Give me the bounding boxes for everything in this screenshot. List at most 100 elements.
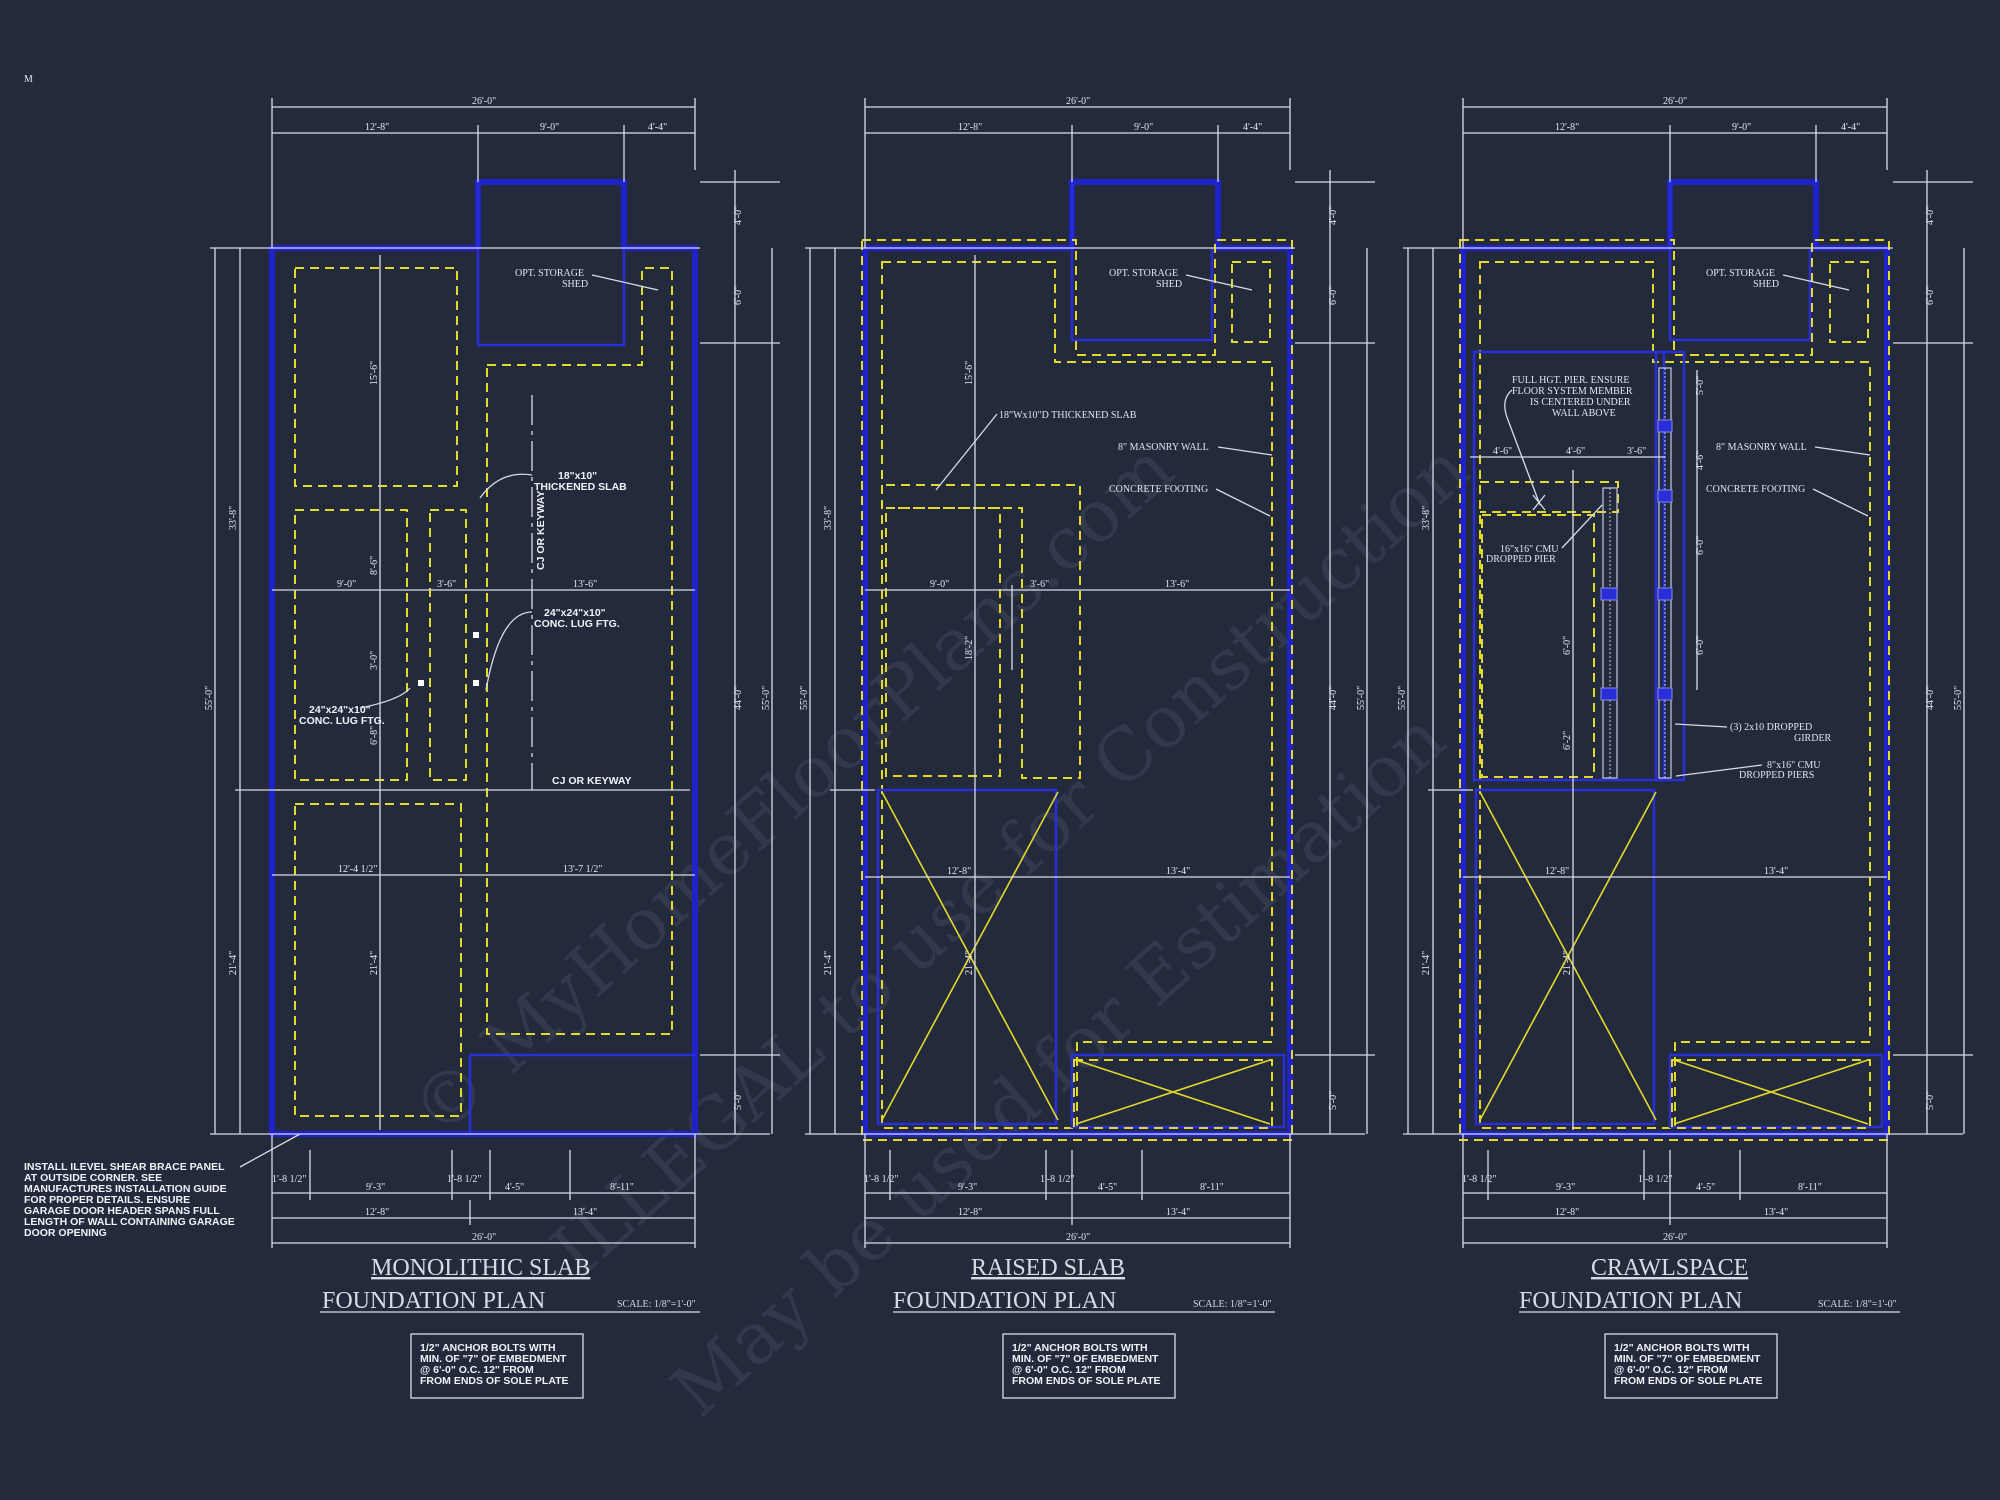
svg-text:4'-0": 4'-0" [1328, 206, 1339, 225]
svg-text:9'-3": 9'-3" [366, 1182, 385, 1193]
svg-text:5'-0": 5'-0" [1328, 1091, 1339, 1110]
svg-text:21'-4": 21'-4" [964, 951, 975, 975]
svg-text:3'-6": 3'-6" [437, 579, 456, 590]
svg-text:1/2" ANCHOR BOLTS WITH: 1/2" ANCHOR BOLTS WITH [1614, 1342, 1750, 1354]
svg-text:INSTALL ILEVEL SHEAR BRACE PAN: INSTALL ILEVEL SHEAR BRACE PANEL [24, 1161, 225, 1173]
svg-text:@ 6'-0" O.C. 12" FROM: @ 6'-0" O.C. 12" FROM [1012, 1364, 1126, 1376]
svg-text:13'-4": 13'-4" [1166, 1207, 1190, 1218]
raised-footing-label: CONCRETE FOOTING [1109, 484, 1208, 495]
svg-text:15'-6": 15'-6" [964, 361, 975, 385]
mono-lug-3 [473, 680, 479, 686]
svg-text:LENGTH OF WALL CONTAINING GARA: LENGTH OF WALL CONTAINING GARAGE [24, 1216, 235, 1228]
crawl-shed-wall [1668, 182, 1812, 342]
crawl-callouts: OPT. STORAGE SHED FULL HGT. PIER. ENSURE… [1486, 268, 1871, 781]
raised-anchor-note-box [1002, 1333, 1176, 1399]
mono-lug-1 [473, 632, 479, 638]
crawl-garage-x [1479, 791, 1657, 1121]
svg-text:12'-8": 12'-8" [365, 1207, 389, 1218]
watermark: © MyHomeFloorPlans.com ILLEGAL to use fo… [395, 426, 1484, 1433]
svg-text:8'-11": 8'-11" [610, 1182, 634, 1193]
plan-monolithic-slab: 26'-0" 12'-8" 9'-0" 4'-4" 9'-0" 3'-6" 13… [24, 96, 780, 1399]
svg-text:12'-8": 12'-8" [958, 122, 982, 133]
crawl-scale: SCALE: 1/8"=1'-0" [1818, 1299, 1897, 1310]
svg-text:44'-0": 44'-0" [1925, 686, 1936, 710]
corner-mark: M [24, 74, 33, 85]
svg-text:6'-0": 6'-0" [1695, 536, 1706, 555]
raised-dimensions [805, 98, 1375, 1248]
mono-thick-slab-2: THICKENED SLAB [534, 481, 627, 493]
mono-lug-2 [418, 680, 424, 686]
plan-raised-slab: 26'-0" 12'-8" 9'-0" 4'-4" 9'-0" 3'-6" 13… [799, 96, 1375, 1399]
svg-text:33'-8": 33'-8" [823, 506, 834, 530]
mono-shed-label-2: SHED [562, 279, 588, 290]
svg-text:6'-0": 6'-0" [1562, 636, 1573, 655]
svg-text:FROM ENDS OF SOLE PLATE: FROM ENDS OF SOLE PLATE [420, 1375, 569, 1387]
svg-text:FROM ENDS OF SOLE PLATE: FROM ENDS OF SOLE PLATE [1012, 1375, 1161, 1387]
mono-footing-room2 [294, 509, 408, 781]
crawl-inner-footing [1479, 261, 1871, 1129]
svg-text:4'-5": 4'-5" [1098, 1182, 1117, 1193]
svg-text:1'-8 1/2": 1'-8 1/2" [447, 1174, 482, 1185]
svg-text:13'-7 1/2": 13'-7 1/2" [563, 864, 603, 875]
svg-text:12'-8": 12'-8" [958, 1207, 982, 1218]
svg-text:MIN. OF "7" OF EMBEDMENT: MIN. OF "7" OF EMBEDMENT [1614, 1353, 1761, 1365]
raised-garage-x [881, 791, 1059, 1121]
mono-title-2: FOUNDATION PLAN [322, 1288, 545, 1314]
crawl-cmu-pier-1: 16"x16" CMU [1500, 544, 1559, 555]
mono-thick-slab-1: 18"x10" [558, 470, 597, 482]
svg-text:12'-8": 12'-8" [1555, 122, 1579, 133]
crawl-piers [1600, 419, 1673, 701]
svg-text:FLOOR SYSTEM MEMBER: FLOOR SYSTEM MEMBER [1512, 386, 1633, 397]
svg-text:13'-6": 13'-6" [1165, 579, 1189, 590]
mono-garage-wall [468, 1053, 695, 1134]
svg-text:33'-8": 33'-8" [228, 506, 239, 530]
crawl-inner-wall [1472, 350, 1666, 782]
svg-text:9'-3": 9'-3" [1556, 1182, 1575, 1193]
svg-text:AT OUTSIDE CORNER. SEE: AT OUTSIDE CORNER. SEE [24, 1172, 162, 1184]
svg-text:IS CENTERED UNDER: IS CENTERED UNDER [1530, 397, 1631, 408]
svg-text:26'-0": 26'-0" [472, 1232, 496, 1243]
svg-text:4'-6": 4'-6" [1695, 451, 1706, 470]
svg-text:6'-0": 6'-0" [1925, 286, 1936, 305]
raised-thick-slab [886, 484, 1081, 779]
mono-cj-vertical: CJ OR KEYWAY [535, 490, 547, 570]
svg-text:5'-0": 5'-0" [1695, 376, 1706, 395]
svg-text:4'-6": 4'-6" [1493, 446, 1512, 457]
svg-text:MIN. OF "7" OF EMBEDMENT: MIN. OF "7" OF EMBEDMENT [420, 1353, 567, 1365]
svg-text:GARAGE DOOR HEADER SPANS FULL: GARAGE DOOR HEADER SPANS FULL [24, 1205, 220, 1217]
svg-text:5'-0": 5'-0" [733, 1091, 744, 1110]
crawl-girder-2: GIRDER [1794, 733, 1832, 744]
svg-text:4'-0": 4'-0" [1925, 206, 1936, 225]
mono-callouts: OPT. STORAGE SHED 18"x10" THICKENED SLAB… [239, 268, 659, 1168]
crawl-piers-2: DROPPED PIERS [1739, 770, 1814, 781]
svg-text:4'-5": 4'-5" [1696, 1182, 1715, 1193]
svg-text:OPT. STORAGE: OPT. STORAGE [1706, 268, 1775, 279]
svg-text:13'-4": 13'-4" [1764, 866, 1788, 877]
svg-text:6'-2": 6'-2" [1562, 731, 1573, 750]
svg-text:WALL ABOVE: WALL ABOVE [1552, 408, 1616, 419]
mono-dimensions [210, 98, 780, 1248]
raised-scale: SCALE: 1/8"=1'-0" [1193, 1299, 1272, 1310]
svg-text:1'-8 1/2": 1'-8 1/2" [1040, 1174, 1075, 1185]
svg-text:13'-4": 13'-4" [573, 1207, 597, 1218]
mono-shed-wall [476, 182, 626, 347]
mono-title-1: MONOLITHIC SLAB [371, 1255, 590, 1281]
svg-text:9'-3": 9'-3" [958, 1182, 977, 1193]
svg-text:55'-0": 55'-0" [799, 686, 810, 710]
raised-porch-x [1075, 1059, 1271, 1125]
svg-text:12'-8": 12'-8" [1555, 1207, 1579, 1218]
svg-text:15'-6": 15'-6" [369, 361, 380, 385]
mono-footing-room3 [429, 509, 467, 781]
crawl-porch-footing [1671, 1059, 1871, 1129]
crawl-outer-wall [1460, 179, 1890, 1137]
mono-lug-right-1: 24"x24"x10" [544, 607, 606, 619]
svg-text:FOR PROPER DETAILS. ENSURE: FOR PROPER DETAILS. ENSURE [24, 1194, 190, 1206]
svg-text:26'-0": 26'-0" [1663, 96, 1687, 107]
svg-text:44'-0": 44'-0" [1328, 686, 1339, 710]
svg-text:6'-8": 6'-8" [369, 726, 380, 745]
svg-text:@ 6'-0" O.C. 12" FROM: @ 6'-0" O.C. 12" FROM [1614, 1364, 1728, 1376]
svg-text:FULL HGT. PIER. ENSURE: FULL HGT. PIER. ENSURE [1512, 375, 1630, 386]
svg-text:4'-6": 4'-6" [1566, 446, 1585, 457]
crawl-pier-zone [1480, 481, 1619, 513]
svg-text:26'-0": 26'-0" [1066, 96, 1090, 107]
